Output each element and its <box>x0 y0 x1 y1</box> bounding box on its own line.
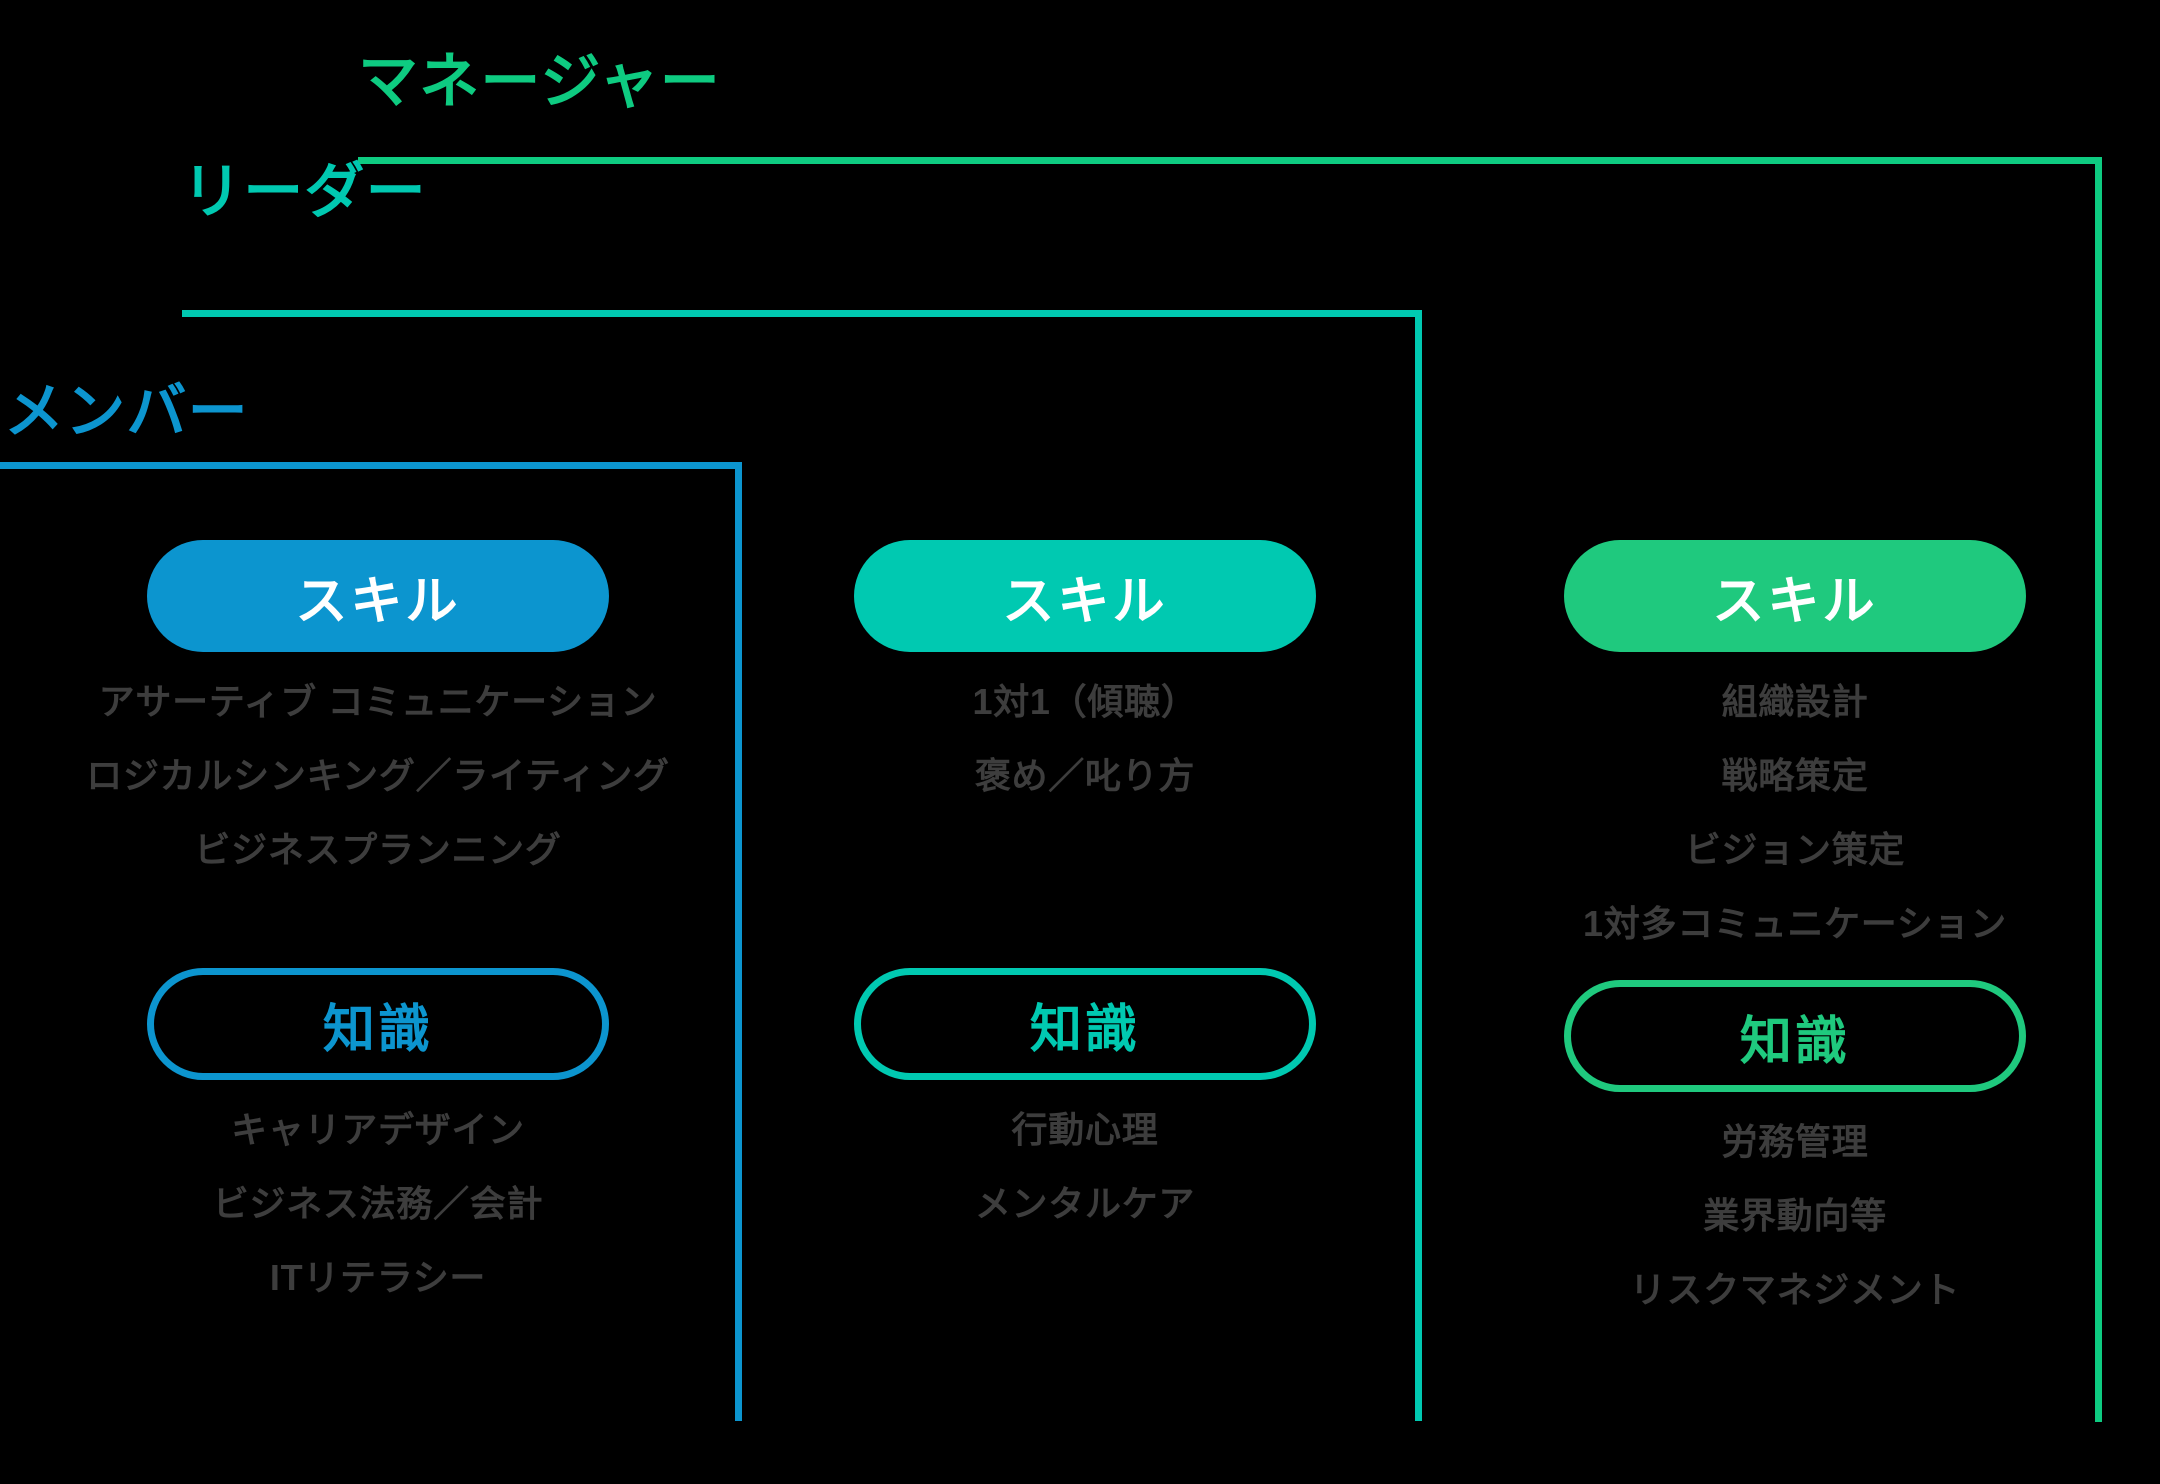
skill-group-leader: スキル 1対1（傾聴） 褒め／叱り方 <box>755 540 1415 794</box>
skill-list-member: アサーティブ コミュニケーション ロジカルシンキング／ライティング ビジネスプラ… <box>48 684 708 868</box>
list-item: 褒め／叱り方 <box>974 755 1196 796</box>
knowledge-group-member: 知識 キャリアデザイン ビジネス法務／会計 ITリテラシー <box>48 968 708 1296</box>
skill-pill-label: スキル <box>295 572 461 631</box>
list-item: 1対多コミュニケーション <box>1583 903 2007 944</box>
list-item: 1対1（傾聴） <box>972 681 1198 722</box>
list-item: メンタルケア <box>974 1183 1196 1224</box>
skill-group-manager: スキル 組織設計 戦略策定 ビジョン策定 1対多コミュニケーション <box>1465 540 2125 942</box>
list-item: ビジネス法務／会計 <box>212 1183 544 1224</box>
tier-bracket-leader-vertical-line <box>1415 310 1422 1421</box>
knowledge-pill-leader[interactable]: 知識 <box>854 968 1316 1080</box>
skill-pill-label: スキル <box>1002 572 1168 631</box>
tier-label-manager: マネージャー <box>358 48 721 115</box>
list-item: キャリアデザイン <box>231 1109 525 1150</box>
column-manager: スキル 組織設計 戦略策定 ビジョン策定 1対多コミュニケーション 知識 労務管… <box>1465 540 2125 1308</box>
knowledge-pill-label: 知識 <box>322 1000 434 1059</box>
list-item: ビジネスプランニング <box>194 829 562 870</box>
knowledge-pill-member[interactable]: 知識 <box>147 968 609 1080</box>
column-member: スキル アサーティブ コミュニケーション ロジカルシンキング／ライティング ビジ… <box>48 540 708 1296</box>
skill-pill-member[interactable]: スキル <box>147 540 609 652</box>
list-item: 業界動向等 <box>1703 1195 1887 1236</box>
knowledge-list-leader: 行動心理 メンタルケア <box>755 1112 1415 1222</box>
skill-pill-leader[interactable]: スキル <box>854 540 1316 652</box>
knowledge-pill-label: 知識 <box>1739 1012 1851 1071</box>
column-leader: スキル 1対1（傾聴） 褒め／叱り方 知識 行動心理 メンタルケア <box>755 540 1415 1222</box>
tier-bracket-member-horizontal-line <box>0 462 742 469</box>
list-item: リスクマネジメント <box>1629 1269 1961 1310</box>
skill-pill-label: スキル <box>1712 572 1878 631</box>
skill-group-member: スキル アサーティブ コミュニケーション ロジカルシンキング／ライティング ビジ… <box>48 540 708 868</box>
tier-label-leader: リーダー <box>182 158 427 225</box>
list-item: ロジカルシンキング／ライティング <box>86 755 670 796</box>
knowledge-group-leader: 知識 行動心理 メンタルケア <box>755 968 1415 1222</box>
list-item: 行動心理 <box>1011 1109 1159 1150</box>
skill-list-manager: 組織設計 戦略策定 ビジョン策定 1対多コミュニケーション <box>1465 684 2125 942</box>
list-item: 組織設計 <box>1721 681 1869 722</box>
skill-pill-manager[interactable]: スキル <box>1564 540 2026 652</box>
knowledge-pill-manager[interactable]: 知識 <box>1564 980 2026 1092</box>
skill-list-leader: 1対1（傾聴） 褒め／叱り方 <box>755 684 1415 794</box>
knowledge-list-manager: 労務管理 業界動向等 リスクマネジメント <box>1465 1124 2125 1308</box>
list-item: アサーティブ コミュニケーション <box>98 681 658 722</box>
list-item: ITリテラシー <box>269 1257 487 1298</box>
tier-bracket-member-vertical-line <box>735 462 742 1421</box>
knowledge-group-manager: 知識 労務管理 業界動向等 リスクマネジメント <box>1465 980 2125 1308</box>
list-item: 労務管理 <box>1721 1121 1869 1162</box>
list-item: 戦略策定 <box>1721 755 1869 796</box>
tier-bracket-leader-horizontal-line <box>182 310 1422 317</box>
tier-bracket-manager-vertical-line <box>2095 157 2102 1422</box>
tier-bracket-manager-horizontal-line <box>358 157 2102 164</box>
list-item: ビジョン策定 <box>1684 829 1906 870</box>
knowledge-list-member: キャリアデザイン ビジネス法務／会計 ITリテラシー <box>48 1112 708 1296</box>
knowledge-pill-label: 知識 <box>1029 1000 1141 1059</box>
tier-label-member: メンバー <box>4 378 249 445</box>
